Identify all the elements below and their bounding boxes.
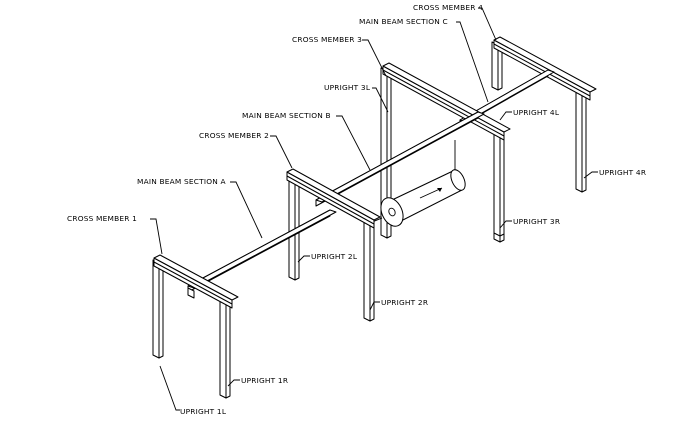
cross-member-3	[382, 62, 511, 141]
leader-lines	[150, 7, 598, 411]
upright-1l	[152, 259, 164, 359]
label-cross-member-2: CROSS MEMBER 2	[199, 131, 269, 140]
label-main-beam-a: MAIN BEAM SECTION A	[137, 177, 226, 186]
label-upright-2l: UPRIGHT 2L	[311, 252, 358, 261]
label-cross-member-4: CROSS MEMBER 4	[413, 3, 483, 12]
label-cross-member-1: CROSS MEMBER 1	[67, 214, 137, 223]
cross-member-1	[153, 254, 239, 309]
label-main-beam-c: MAIN BEAM SECTION C	[359, 17, 448, 26]
label-main-beam-b: MAIN BEAM SECTION B	[242, 111, 331, 120]
roller-drum	[371, 140, 466, 227]
label-upright-4l: UPRIGHT 4L	[513, 108, 560, 117]
upright-3r	[493, 127, 505, 237]
main-beam-section-b	[315, 111, 485, 207]
upright-2l	[288, 171, 300, 281]
beam-bracket	[187, 287, 195, 299]
cross-member-4	[493, 36, 597, 101]
label-upright-3r: UPRIGHT 3R	[513, 217, 560, 226]
label-upright-4r: UPRIGHT 4R	[599, 168, 646, 177]
label-upright-3l: UPRIGHT 3L	[324, 83, 371, 92]
label-upright-2r: UPRIGHT 2R	[381, 298, 428, 307]
cross-member-2	[286, 168, 381, 229]
upright-1r	[219, 299, 231, 399]
main-beam-section-a	[187, 209, 337, 293]
upright-4r	[575, 91, 587, 193]
label-upright-1l: UPRIGHT 1L	[180, 407, 227, 416]
label-upright-1r: UPRIGHT 1R	[241, 376, 288, 385]
label-cross-member-3: CROSS MEMBER 3	[292, 35, 362, 44]
